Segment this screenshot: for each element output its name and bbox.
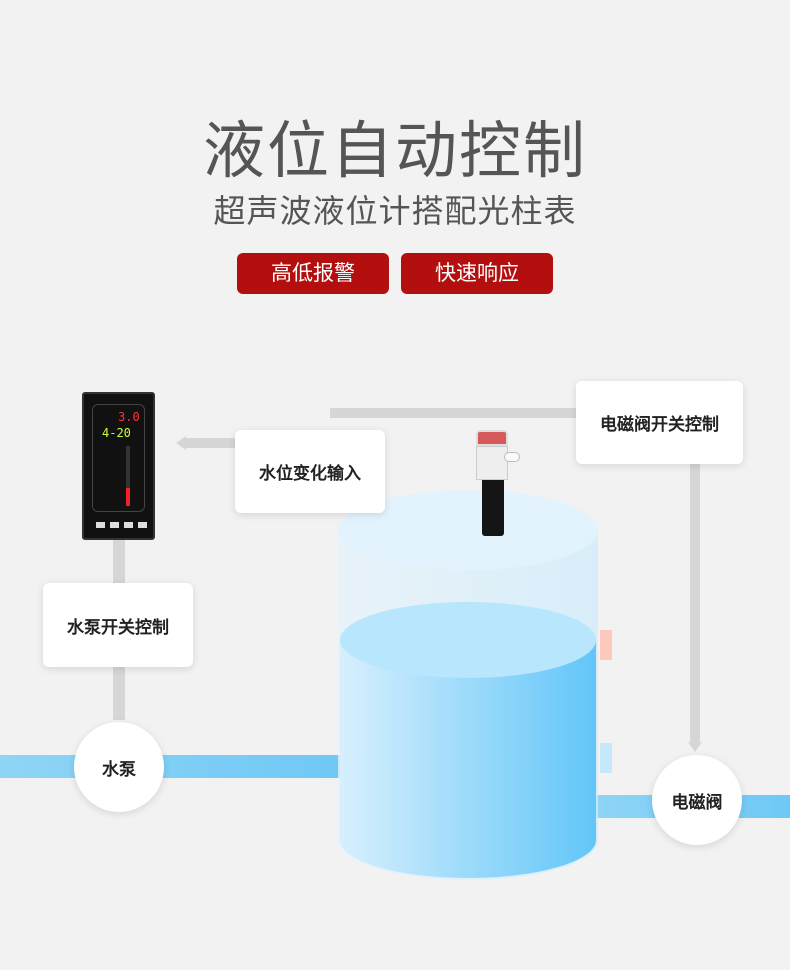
badge-fast-response: 快速响应	[401, 253, 553, 294]
page-title: 液位自动控制	[202, 114, 587, 187]
connector-valve-line	[330, 408, 580, 418]
display-value-bottom: 4-20	[102, 426, 131, 440]
tank-top	[338, 490, 598, 570]
valve-node: 电磁阀	[652, 755, 742, 845]
display-value-top: 3.0	[118, 410, 140, 424]
connector-valve-down	[690, 462, 700, 744]
bar-graph-display: 3.0 4-20	[82, 392, 155, 540]
display-bar-track	[126, 446, 130, 506]
connector-input-line	[186, 438, 238, 448]
display-button[interactable]	[138, 522, 147, 528]
water-body	[340, 640, 596, 878]
valve-control-card: 电磁阀开关控制	[576, 381, 743, 464]
high-level-marker	[600, 630, 612, 660]
display-button[interactable]	[110, 522, 119, 528]
pump-control-card: 水泵开关控制	[43, 583, 193, 667]
arrow-down-icon	[688, 742, 702, 752]
water-tank	[338, 490, 612, 880]
page-subtitle: 超声波液位计搭配光柱表	[213, 192, 577, 230]
water-surface	[340, 602, 596, 678]
low-level-marker	[600, 743, 612, 773]
level-input-card: 水位变化输入	[235, 430, 385, 513]
badge-alarm: 高低报警	[237, 253, 389, 294]
arrow-left-icon	[176, 436, 186, 450]
ultrasonic-sensor	[474, 430, 522, 536]
display-button[interactable]	[124, 522, 133, 528]
inlet-pipe	[0, 755, 350, 778]
pump-node: 水泵	[74, 722, 164, 812]
display-bar-fill	[126, 488, 130, 506]
display-button[interactable]	[96, 522, 105, 528]
